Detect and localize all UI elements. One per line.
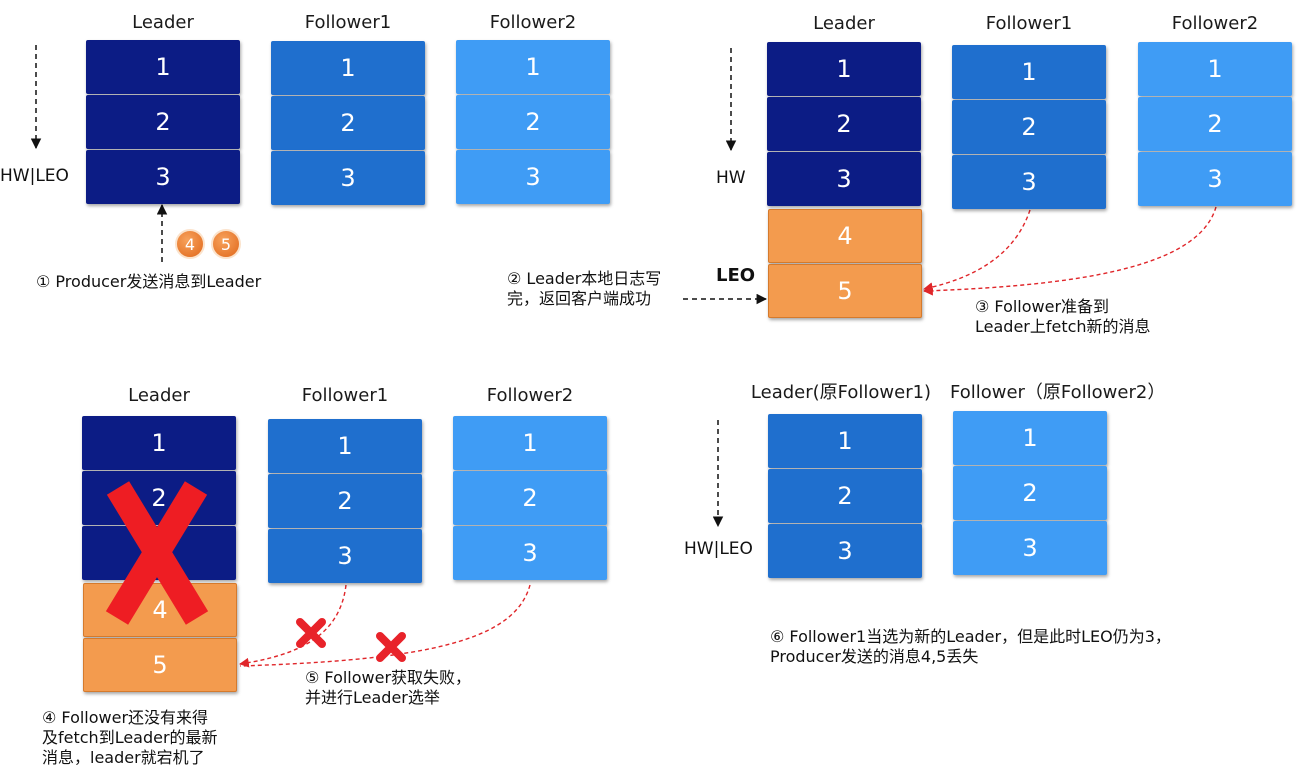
follower2-log-2: 2 bbox=[453, 471, 607, 525]
message-bubble-5: 5 bbox=[211, 229, 241, 259]
leader-header: Leader bbox=[132, 12, 194, 33]
follower1-log-2: 2 bbox=[271, 96, 425, 150]
new-leader-log-1: 1 bbox=[768, 414, 922, 468]
follower2-log-3: 3 bbox=[453, 526, 607, 580]
follower2-log-2: 2 bbox=[456, 95, 610, 149]
leader-log-1: 1 bbox=[82, 416, 236, 470]
follower2-log-1: 1 bbox=[453, 416, 607, 470]
hw-leo-label: HW|LEO bbox=[0, 166, 69, 186]
fail-x-icon-2 bbox=[376, 632, 406, 662]
leader-log-5-new: 5 bbox=[768, 264, 922, 318]
follower2-header: Follower2 bbox=[489, 12, 577, 33]
follower1-log-1: 1 bbox=[268, 419, 422, 473]
new-leader-log-2: 2 bbox=[768, 469, 922, 523]
follower1-log-3: 3 bbox=[271, 151, 425, 205]
hw-label: HW bbox=[716, 168, 746, 188]
leader-log-3: 3 bbox=[767, 152, 921, 206]
follower1-log-2: 2 bbox=[952, 100, 1106, 154]
follower1-log-3: 3 bbox=[268, 529, 422, 583]
new-follower-log-1: 1 bbox=[953, 411, 1107, 465]
step2-note: ② Leader本地日志写 完，返回客户端成功 bbox=[507, 269, 662, 308]
new-leader-log-3: 3 bbox=[768, 524, 922, 578]
fetch-arrow-follower2 bbox=[923, 206, 1217, 296]
leader-log-2: 2 bbox=[86, 95, 240, 149]
new-follower-log-3: 3 bbox=[953, 521, 1107, 575]
leader-log-3: 3 bbox=[86, 150, 240, 204]
leader-log-5: 5 bbox=[83, 638, 237, 692]
follower2-header: Follower2 bbox=[486, 385, 574, 406]
leader-log-1: 1 bbox=[767, 42, 921, 96]
new-follower-log-2: 2 bbox=[953, 466, 1107, 520]
leader-header: Leader bbox=[813, 13, 875, 34]
follower1-header: Follower1 bbox=[985, 13, 1073, 34]
follower1-header: Follower1 bbox=[301, 385, 389, 406]
follower1-log-1: 1 bbox=[271, 41, 425, 95]
failed-fetch-follower2 bbox=[239, 584, 531, 667]
follower2-header: Follower2 bbox=[1171, 13, 1259, 34]
follower2-log-3: 3 bbox=[1138, 152, 1292, 206]
follower2-log-1: 1 bbox=[456, 40, 610, 94]
step3-note: ③ Follower准备到 Leader上fetch新的消息 bbox=[975, 297, 1151, 336]
follower1-header: Follower1 bbox=[304, 12, 392, 33]
hw-leo-label: HW|LEO bbox=[684, 539, 753, 559]
step4-note: ④ Follower还没有来得 及fetch到Leader的最新 消息，lead… bbox=[42, 708, 218, 767]
leader-log-4-new: 4 bbox=[768, 209, 922, 263]
leader-header: Leader bbox=[128, 385, 190, 406]
fetch-arrow-follower1 bbox=[923, 209, 1031, 292]
new-follower-header: Follower（原Follower2） bbox=[950, 382, 1166, 403]
fail-x-icon-1 bbox=[296, 618, 326, 648]
leader-log-1: 1 bbox=[86, 40, 240, 94]
step1-note: ① Producer发送消息到Leader bbox=[36, 272, 262, 291]
step5-note: ⑤ Follower获取失败， 并进行Leader选举 bbox=[305, 668, 472, 707]
follower1-log-3: 3 bbox=[952, 155, 1106, 209]
step6-note: ⑥ Follower1当选为新的Leader，但是此时LEO仍为3， Produ… bbox=[770, 627, 1171, 666]
follower2-log-1: 1 bbox=[1138, 42, 1292, 96]
new-leader-header: Leader(原Follower1) bbox=[750, 382, 932, 403]
follower1-log-1: 1 bbox=[952, 45, 1106, 99]
leader-log-2: 2 bbox=[767, 97, 921, 151]
leo-label: LEO bbox=[716, 265, 756, 286]
follower2-log-2: 2 bbox=[1138, 97, 1292, 151]
follower2-log-3: 3 bbox=[456, 150, 610, 204]
message-bubble-4: 4 bbox=[175, 229, 205, 259]
leader-log-2: 2 bbox=[82, 471, 236, 525]
follower1-log-2: 2 bbox=[268, 474, 422, 528]
